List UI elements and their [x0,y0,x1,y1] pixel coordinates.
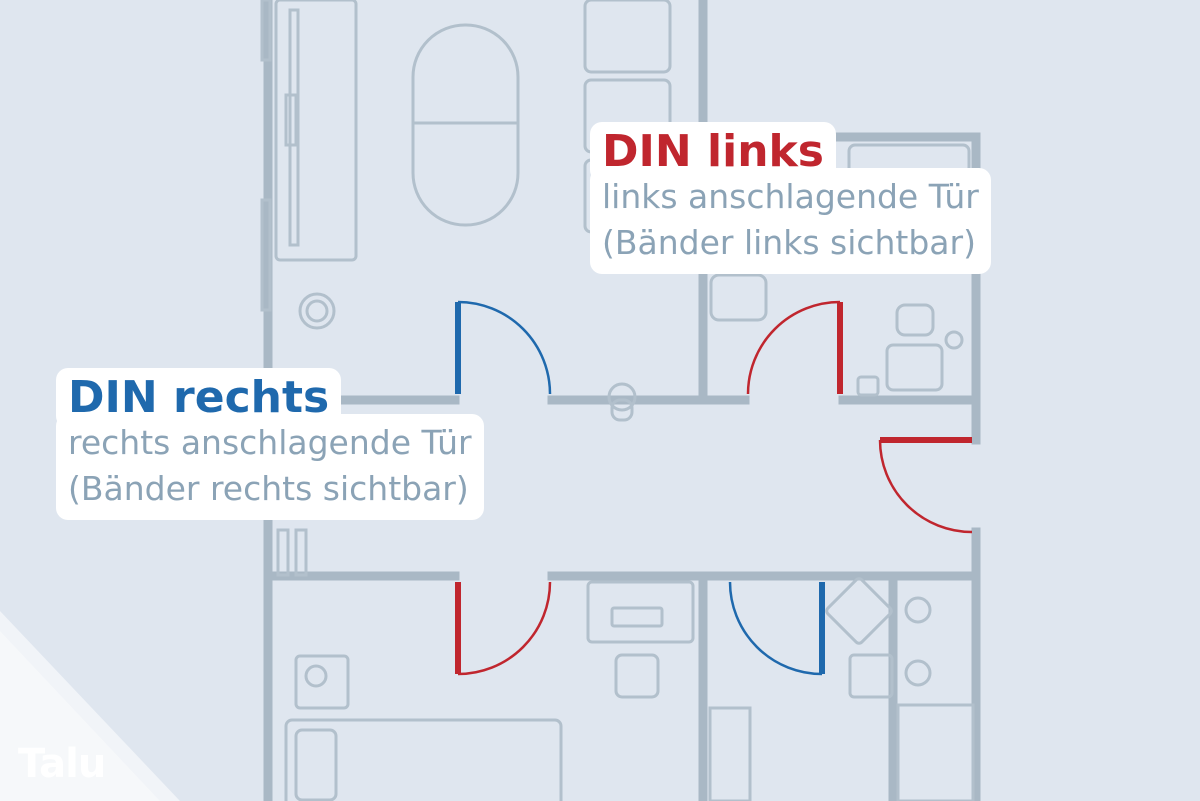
nightstand [294,654,350,710]
corridor-fixture-base [610,398,634,422]
bed [284,718,563,801]
din-rechts-line1: rechts anschlagende Tür [68,423,472,462]
wardrobe-panel [288,8,300,247]
stove-burner [904,659,932,687]
desk-drawer [610,606,664,628]
door-arc-links [457,581,552,676]
bin [856,375,880,397]
kitchen-counter [896,703,975,801]
window-frame [260,0,272,62]
sink [709,273,768,322]
stove-burner [904,596,932,624]
din-rechts-description: rechts anschlagende Tür (Bänder rechts s… [56,414,484,520]
desk [586,580,695,644]
din-links-line1: links anschlagende Tür [602,177,979,216]
nightstand-lamp [304,664,328,688]
din-links-line2: (Bänder links sichtbar) [602,223,976,262]
pillow [294,728,338,801]
talu-logo: Talu [0,611,180,801]
toilet-bowl [885,343,944,392]
desk-chair [614,653,660,699]
chair [848,653,894,699]
door-arc-rechts [457,300,552,395]
window-frame [260,198,272,312]
din-links-description: links anschlagende Tür (Bänder links sic… [590,168,991,274]
lamp-inner [305,299,329,323]
cabinet [708,706,752,801]
shelf [294,528,308,577]
lamp [298,292,336,330]
toilet-button [944,330,964,350]
logo-text: Talu [18,741,106,787]
chair [825,577,893,645]
door-arc-rechts [728,581,823,676]
wardrobe-handle [284,93,298,147]
oval-table [411,23,520,227]
cushion [583,0,672,74]
door-arc-links [746,300,841,395]
corridor-fixture [607,382,637,412]
door-arc-links [878,439,973,534]
doors [455,300,973,676]
toilet-tank [895,303,935,337]
wardrobe [274,0,358,262]
logo-corner-triangle [0,611,180,801]
shelf [276,528,290,577]
din-rechts-line2: (Bänder rechts sichtbar) [68,469,469,508]
